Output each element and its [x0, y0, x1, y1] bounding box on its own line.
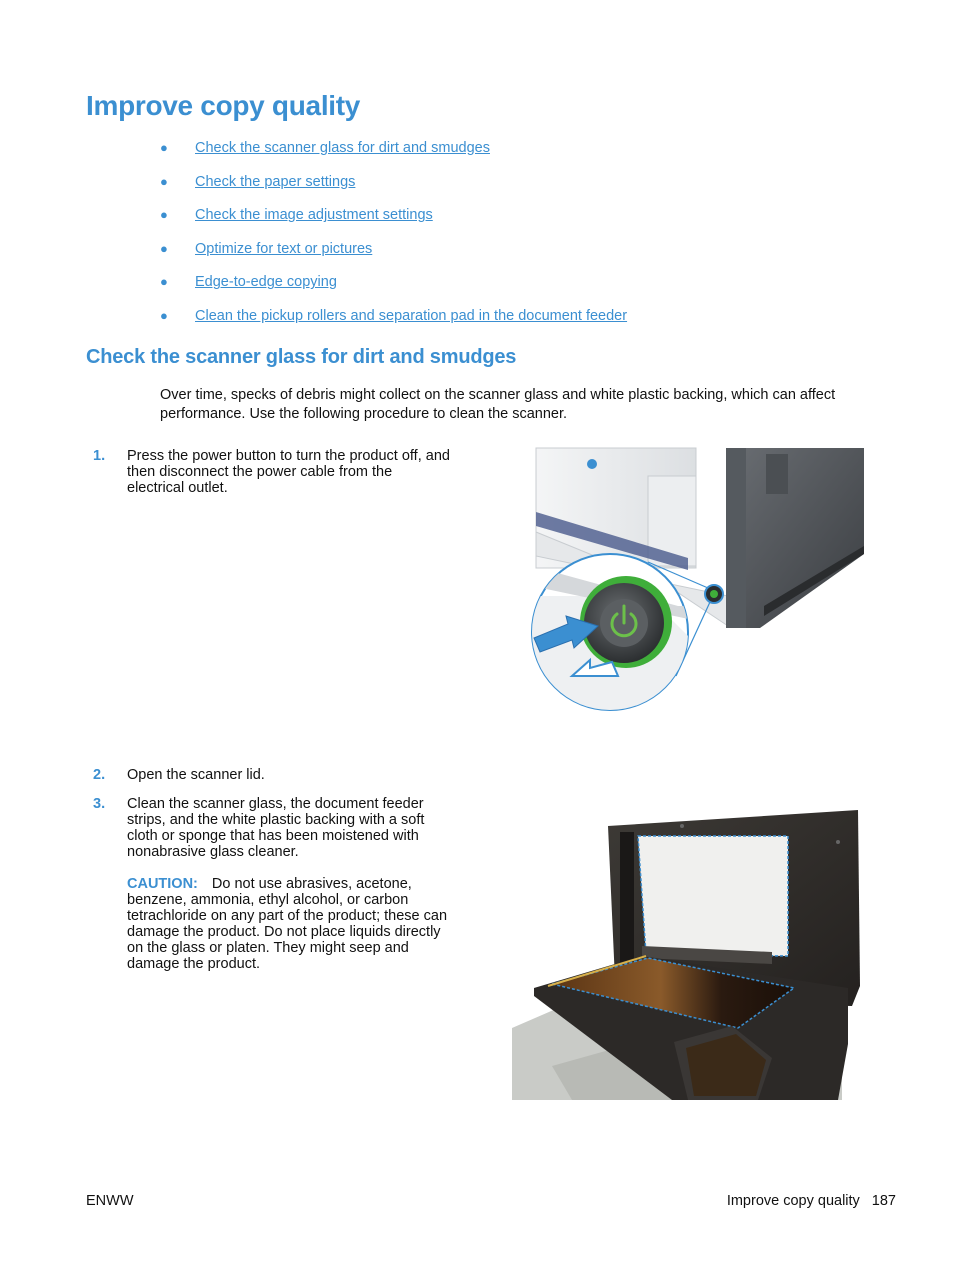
toc-item: ● Edge-to-edge copying [160, 272, 627, 306]
step-number: 2. [93, 767, 106, 783]
toc-item: ● Check the paper settings [160, 172, 627, 206]
bullet-icon: ● [160, 274, 168, 290]
step-text: Open the scanner lid. [127, 767, 265, 783]
toc-item: ● Clean the pickup rollers and separation… [160, 306, 627, 340]
bullet-icon: ● [160, 240, 168, 256]
toc-link-optimize[interactable]: Optimize for text or pictures [195, 240, 373, 257]
toc-item: ● Check the scanner glass for dirt and sm… [160, 138, 627, 172]
step-text: Press the power button to turn the produ… [127, 448, 450, 496]
page-number: 187 [871, 1193, 896, 1209]
toc-list: ● Check the scanner glass for dirt and sm… [160, 138, 627, 340]
step-text: Clean the scanner glass, the document fe… [127, 796, 425, 860]
toc-link-pickup-rollers[interactable]: Clean the pickup rollers and separation … [195, 307, 628, 324]
section-heading: Check the scanner glass for dirt and smu… [86, 346, 517, 368]
footer-left: ENWW [86, 1193, 134, 1209]
step-number: 1. [93, 448, 106, 464]
caution-label: CAUTION: [127, 876, 198, 892]
toc-link-image-adjustment[interactable]: Check the image adjustment settings [195, 207, 433, 224]
step-2: 2. Open the scanner lid. [93, 767, 453, 783]
bullet-icon: ● [160, 173, 168, 189]
scanner-glass-illustration [512, 806, 862, 1100]
step-number: 3. [93, 796, 106, 812]
page-title: Improve copy quality [86, 90, 361, 121]
step-1: 1. Press the power button to turn the pr… [93, 448, 453, 496]
bullet-icon: ● [160, 307, 168, 323]
toc-link-paper-settings[interactable]: Check the paper settings [195, 173, 356, 190]
bullet-icon: ● [160, 140, 168, 155]
toc-item: ● Check the image adjustment settings [160, 205, 627, 239]
step-3: 3. Clean the scanner glass, the document… [93, 796, 453, 972]
footer-section-title: Improve copy quality [726, 1193, 860, 1209]
bullet-icon: ● [160, 207, 168, 223]
power-button-illustration [531, 447, 864, 711]
toc-item: ● Optimize for text or pictures [160, 239, 627, 273]
section-intro: Over time, specks of debris might collec… [160, 387, 836, 422]
toc-link-edge-to-edge[interactable]: Edge-to-edge copying [195, 274, 337, 291]
toc-link-scanner-glass[interactable]: Check the scanner glass for dirt and smu… [195, 140, 490, 156]
footer-right: Improve copy quality 187 [727, 1193, 896, 1209]
caution-text: Do not use abrasives, acetone, benzene, … [127, 876, 448, 972]
caution-note: CAUTION:Do not use abrasives, acetone, b… [127, 876, 453, 972]
